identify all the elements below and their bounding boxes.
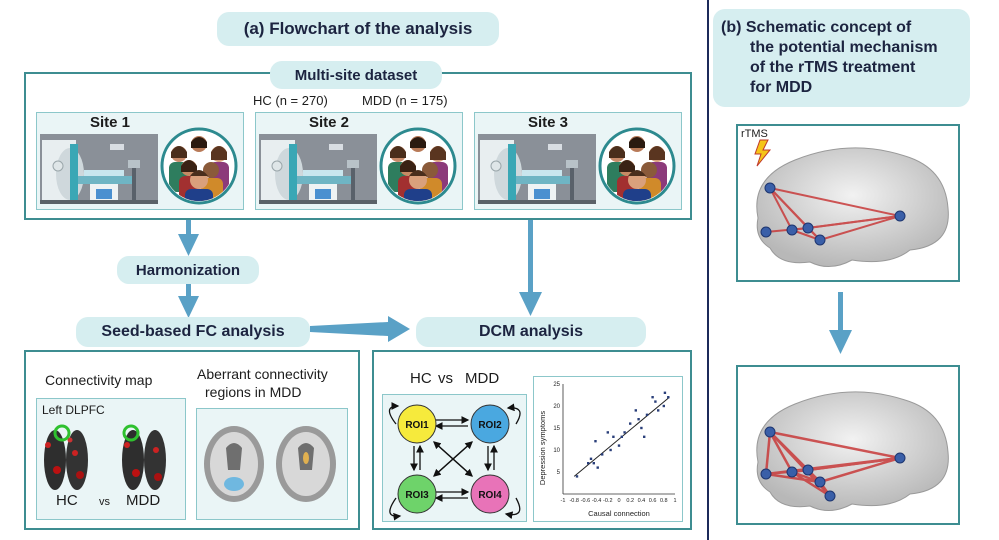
x-tick-label: 1 — [673, 498, 676, 504]
scatter-ylabel: Depression symptoms — [538, 411, 547, 485]
y-tick-label: 15 — [553, 426, 560, 432]
flow-arrows — [178, 220, 542, 342]
site-1-label: Site 1 — [90, 114, 131, 131]
aberrant-label-line2: regions in MDD — [205, 384, 302, 400]
x-tick-label: 0 — [617, 498, 620, 504]
x-tick-label: -0.8 — [569, 498, 578, 504]
scatter-point — [612, 435, 615, 438]
roi1-label: ROI1 — [405, 420, 429, 431]
scatter-point — [629, 422, 632, 425]
vs-map-label: vs — [99, 496, 110, 508]
roi4-node — [470, 474, 510, 514]
site-2-label: Site 2 — [309, 114, 350, 131]
scatter-point — [617, 444, 621, 447]
scatter-point — [592, 462, 595, 465]
scatter-point — [667, 396, 670, 399]
panel-divider — [707, 0, 709, 540]
axial-brain-slices — [204, 426, 336, 502]
harmonization-label: Harmonization — [117, 256, 259, 284]
dcm-hc-label: HC — [410, 370, 432, 387]
scatter-point — [643, 435, 646, 438]
dcm-vs-label: vs — [438, 370, 453, 387]
x-tick-label: 0.2 — [626, 498, 634, 504]
scatter-point — [657, 409, 660, 412]
scatter-point — [620, 435, 623, 438]
scatter-point — [640, 426, 643, 430]
scatter-point — [589, 457, 593, 460]
x-tick-label: 0.4 — [638, 498, 646, 504]
site-3-label: Site 3 — [528, 114, 569, 131]
panel-b-title-line1: (b) Schematic concept of — [721, 19, 912, 36]
scatter-point — [663, 391, 667, 394]
x-tick-label: 0.6 — [649, 498, 657, 504]
scatter-point — [654, 400, 657, 403]
roi4-label: ROI4 — [478, 490, 502, 501]
x-tick-label: 0.8 — [660, 498, 668, 504]
connectivity-map-label: Connectivity map — [45, 372, 153, 388]
scatter-point — [634, 409, 637, 412]
panel-b-illustrations — [754, 139, 949, 512]
left-dlpfc-label: Left DLPFC — [42, 403, 105, 417]
scatter-point — [606, 431, 609, 434]
connectivity-brain-maps — [44, 424, 166, 490]
hc-map-label: HC — [56, 492, 78, 509]
roi3-node — [397, 474, 437, 514]
scatter-point — [651, 396, 654, 399]
panel-b-title: (b) Schematic concept of the potential m… — [713, 9, 970, 107]
x-tick-label: -0.2 — [603, 498, 612, 504]
mdd-map-label: MDD — [126, 492, 161, 509]
scatter-point — [623, 431, 626, 434]
y-tick-label: 5 — [557, 470, 561, 476]
scatter-point — [601, 453, 604, 456]
scatter-point — [575, 475, 579, 478]
scatter-plot: Depression symptoms Causal connection -1… — [538, 382, 677, 518]
scatter-xlabel: Causal connection — [588, 509, 650, 518]
panel-b-title-line3: of the rTMS treatment — [750, 59, 916, 76]
lightning-icon — [754, 139, 772, 167]
roi3-label: ROI3 — [405, 490, 429, 501]
y-tick-label: 10 — [553, 448, 560, 454]
roi1-node — [397, 404, 437, 444]
x-tick-label: -0.4 — [592, 498, 601, 504]
dcm-mdd-label: MDD — [465, 370, 500, 387]
rtms-label: rTMS — [741, 128, 768, 140]
hc-count: HC (n = 270) — [253, 93, 328, 108]
roi-network-diagram: ROI1 ROI2 ROI3 ROI4 — [388, 402, 521, 521]
panel-b-title-line4: for MDD — [750, 79, 813, 96]
panel-b-title-line2: the potential mechanism — [750, 39, 938, 56]
scatter-point — [662, 404, 665, 408]
panel-a-title: (a) Flowchart of the analysis — [217, 12, 499, 46]
y-tick-label: 25 — [553, 382, 560, 388]
scatter-point — [594, 440, 597, 443]
seed-fc-title: Seed-based FC analysis — [76, 317, 310, 347]
scatter-plot-box — [533, 376, 683, 522]
dcm-title: DCM analysis — [416, 317, 646, 347]
scatter-point — [609, 448, 612, 452]
x-tick-label: -0.6 — [581, 498, 590, 504]
scatter-point — [645, 413, 649, 416]
roi2-label: ROI2 — [478, 420, 502, 431]
multi-site-dataset-title: Multi-site dataset — [270, 61, 442, 89]
x-tick-label: -1 — [561, 498, 566, 504]
scatter-point — [637, 418, 640, 421]
y-tick-label: 20 — [553, 404, 560, 410]
roi2-node — [470, 404, 510, 444]
scatter-point — [587, 462, 590, 465]
scatter-point — [596, 466, 599, 469]
aberrant-label-line1: Aberrant connectivity — [197, 366, 328, 382]
mdd-count: MDD (n = 175) — [362, 93, 448, 108]
